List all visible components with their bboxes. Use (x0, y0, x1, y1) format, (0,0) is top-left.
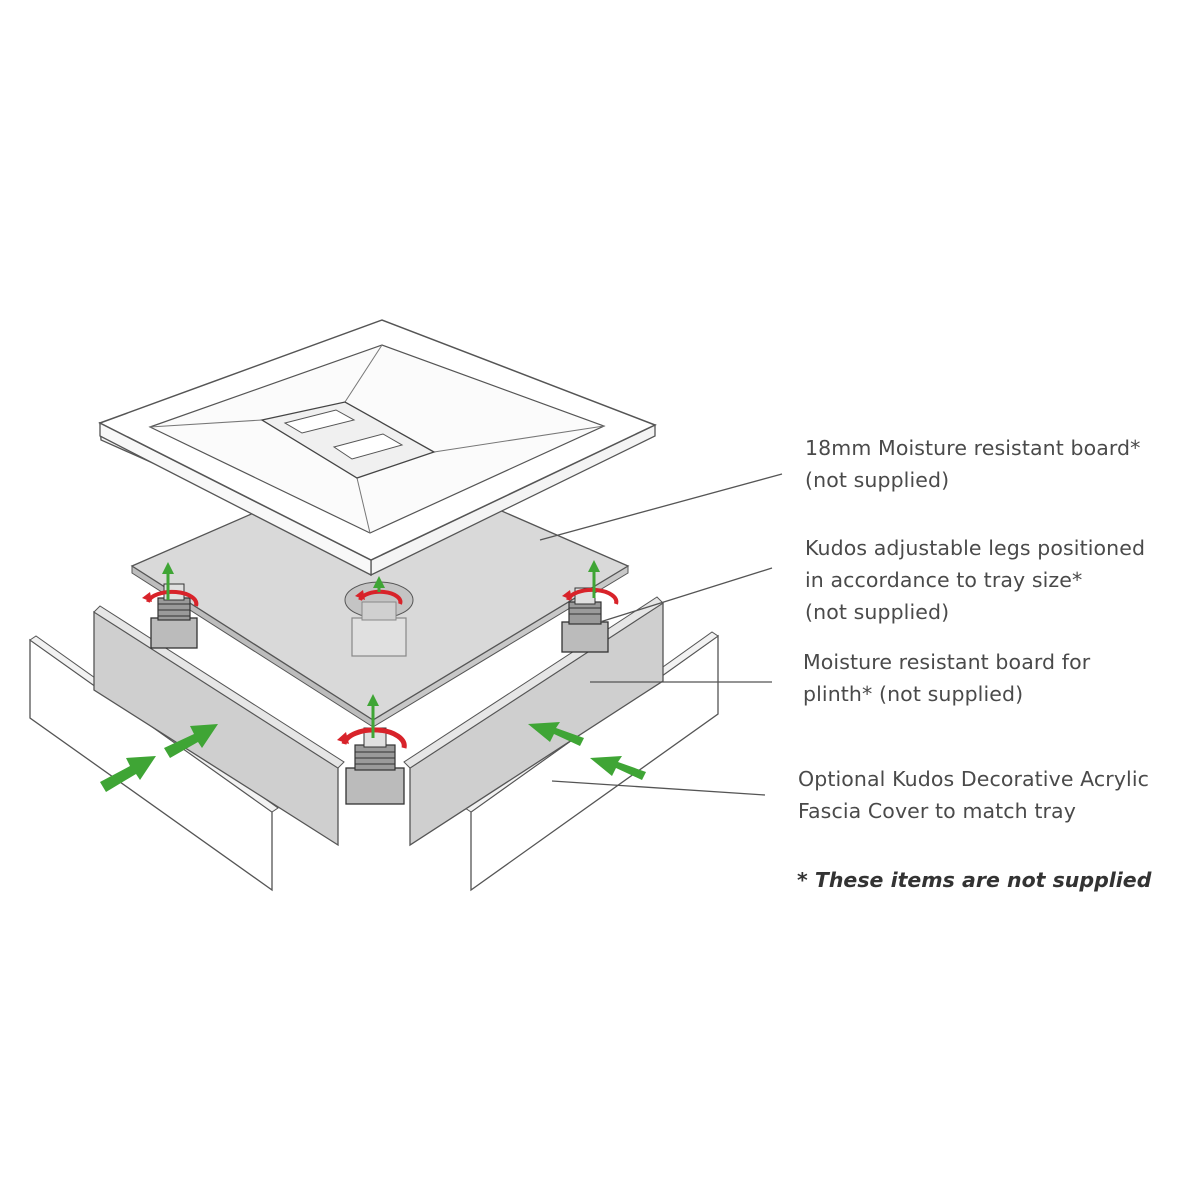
callout-adjustable-legs-line-2: in accordance to tray size* (805, 568, 1083, 592)
shower-tray (98, 319, 657, 577)
rotate-icon-right (562, 587, 619, 605)
assembly-arrow-right-inner (528, 722, 584, 746)
rotate-icon-front (337, 727, 407, 749)
adjustable-leg-centre (351, 601, 407, 657)
leader-line-fascia (551, 780, 766, 796)
adjustable-leg-front (345, 727, 405, 805)
callout-plinth-board: Moisture resistant board for plinth* (no… (803, 646, 1090, 710)
callout-fascia-cover-line-1: Optional Kudos Decorative Acrylic (798, 767, 1150, 791)
assembly-arrow-right-outer (590, 756, 646, 780)
callout-fascia-cover: Optional Kudos Decorative Acrylic Fascia… (798, 763, 1149, 827)
callout-moisture-board: 18mm Moisture resistant board* (not supp… (805, 432, 1141, 496)
callout-adjustable-legs: Kudos adjustable legs positioned in acco… (805, 532, 1145, 628)
callout-adjustable-legs-line-1: Kudos adjustable legs positioned (805, 536, 1146, 560)
leader-line-legs (599, 567, 773, 623)
adjustable-leg-left (150, 583, 198, 649)
callout-adjustable-legs-line-3: (not supplied) (805, 600, 950, 624)
callout-plinth-board-line-2: plinth* (not supplied) (803, 682, 1024, 706)
leader-line-board (539, 473, 783, 541)
assembly-arrow-left-inner (164, 724, 218, 758)
not-supplied-footnote: * These items are not supplied (797, 868, 1152, 892)
callout-moisture-board-line-1: 18mm Moisture resistant board* (805, 436, 1141, 460)
leader-lines (539, 473, 783, 796)
rotate-icon-centre (355, 589, 403, 605)
callout-fascia-cover-line-2: Fascia Cover to match tray (798, 799, 1076, 823)
callout-plinth-board-line-1: Moisture resistant board for (803, 650, 1091, 674)
callout-moisture-board-line-2: (not supplied) (805, 468, 950, 492)
rotate-icon-left (142, 589, 199, 607)
assembly-arrow-left-outer (100, 756, 156, 792)
